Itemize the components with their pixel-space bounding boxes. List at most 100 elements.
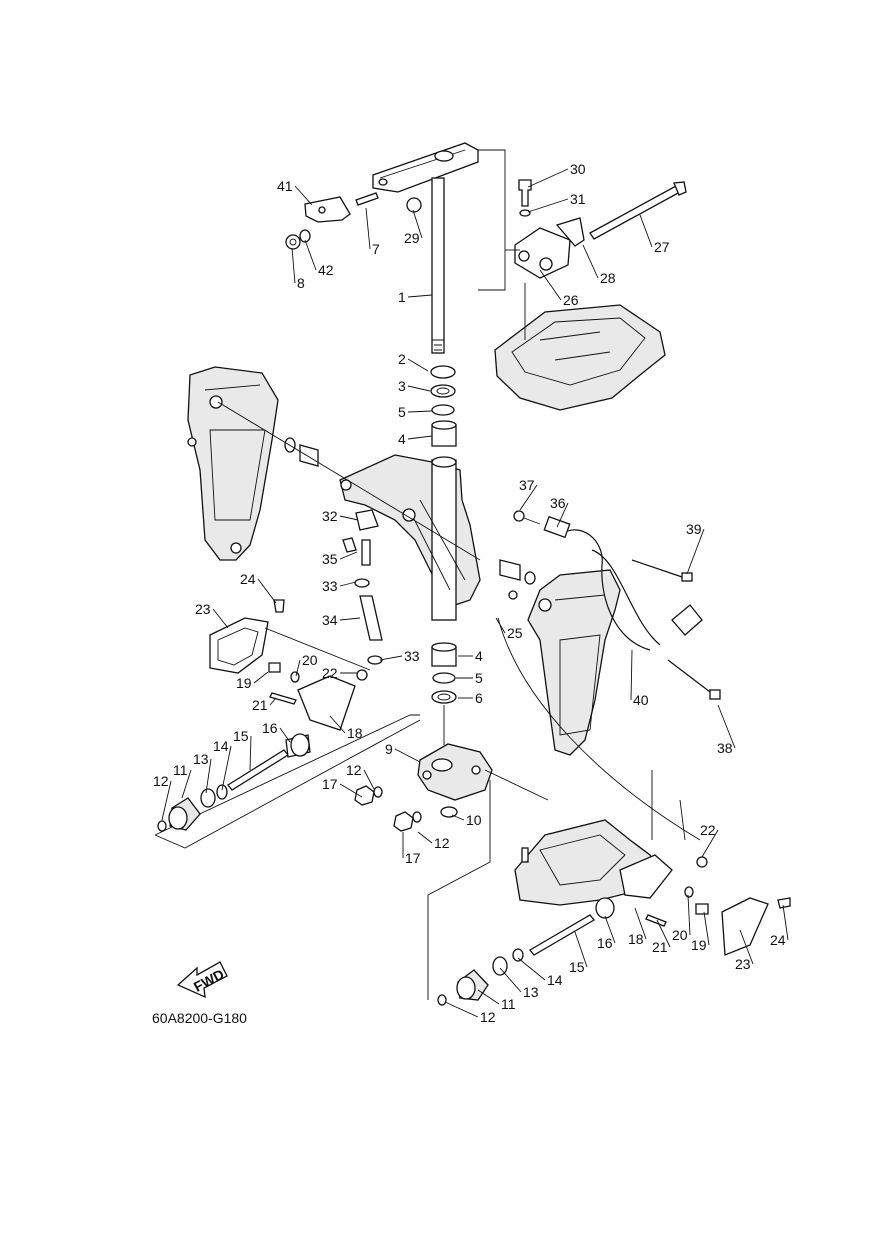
callout-label-c20a: 20 (302, 652, 318, 668)
callout-leader-c28 (582, 244, 599, 279)
callout-leader-c12b (363, 769, 375, 790)
callout-leader-c36 (556, 502, 569, 528)
callout-leader-c19a (253, 671, 269, 684)
bolt-part-30 (518, 179, 532, 207)
washer-part-12b (373, 786, 383, 798)
wire-part-39 (631, 559, 693, 582)
callout-label-c10: 10 (466, 812, 482, 828)
callout-label-c27: 27 (654, 239, 670, 255)
guide-lines (427, 617, 701, 1000)
callout-label-c13a: 13 (193, 751, 209, 767)
nut-part-17a (354, 785, 375, 806)
callout-label-c22a: 22 (322, 665, 338, 681)
callout-leader-c13b (499, 967, 522, 993)
callout-label-c5a: 5 (398, 404, 406, 420)
callout-leader-c26 (539, 269, 562, 301)
callout-label-c36: 36 (550, 495, 566, 511)
callout-leader-c5a (407, 410, 433, 413)
callout-leader-c42 (304, 239, 317, 271)
callout-leader-c12a (161, 780, 172, 821)
callout-leader-c10 (451, 814, 465, 821)
callout-leader-c21a (269, 697, 277, 706)
callout-leader-c12c (417, 831, 433, 844)
callout-label-c34: 34 (322, 612, 338, 628)
washer-part-42 (299, 229, 311, 243)
callout-leader-c9 (394, 748, 421, 763)
washer-part-12c (412, 811, 422, 823)
callout-label-c31: 31 (570, 191, 586, 207)
callout-label-c23a: 23 (195, 601, 211, 617)
callout-label-c14b: 14 (547, 972, 563, 988)
fitting-part-35 (342, 537, 371, 566)
callout-leader-c11a (181, 769, 192, 799)
callout-label-c30: 30 (570, 161, 586, 177)
wire-part-38 (667, 659, 721, 700)
callout-leader-c24b (782, 904, 789, 941)
callout-leader-c27 (639, 214, 653, 248)
callout-leader-c34 (339, 617, 361, 621)
callout-label-c7: 7 (372, 241, 380, 257)
fwd-arrow-icon: FWD (176, 961, 228, 999)
cover-leader-line (264, 627, 371, 671)
bushing-pin-left (217, 401, 481, 561)
callout-label-c14a: 14 (213, 738, 229, 754)
callout-label-c38: 38 (717, 740, 733, 756)
callout-label-c12a: 12 (153, 773, 169, 789)
callout-label-c35: 35 (322, 551, 338, 567)
cover-part-23a (209, 617, 269, 674)
callout-label-c9: 9 (385, 741, 393, 757)
callout-leader-c15b (574, 931, 588, 968)
callout-label-c6: 6 (475, 690, 483, 706)
callout-leader-c8 (291, 247, 296, 284)
callout-label-c40: 40 (633, 692, 649, 708)
upper-mount-part-26 (505, 227, 571, 279)
callout-label-c24a: 24 (240, 571, 256, 587)
bolt-part-7 (355, 192, 379, 206)
callout-leader-c37 (519, 484, 538, 511)
hose-part-34 (359, 595, 383, 641)
callout-leader-c12d (444, 1001, 479, 1018)
callout-leader-c11b (477, 989, 500, 1005)
callout-leader-c31 (527, 198, 569, 213)
callout-label-c29: 29 (404, 230, 420, 246)
callout-label-c23b: 23 (735, 956, 751, 972)
callout-leader-c32 (339, 515, 359, 521)
callout-label-c25: 25 (507, 625, 523, 641)
callout-labels: 1235478294142303127282637363932353334242… (153, 161, 786, 1025)
callout-label-c15b: 15 (569, 959, 585, 975)
callout-leader-c19b (703, 911, 710, 946)
callout-label-c15a: 15 (233, 728, 249, 744)
callout-leader-c4a (407, 435, 433, 440)
callout-leader-c41 (294, 185, 313, 206)
callout-leader-c22b (701, 829, 719, 858)
callout-leader-c3 (407, 385, 431, 392)
callout-leader-c20b (687, 894, 691, 936)
callout-label-c11a: 11 (173, 762, 188, 778)
callout-leader-c15a (249, 735, 252, 771)
callout-leader-c7 (365, 207, 371, 250)
callout-leader-c39 (686, 528, 705, 575)
callout-leader-c16b (604, 915, 616, 944)
washer-part-6 (431, 690, 457, 704)
nut-part-29 (406, 197, 422, 213)
bolt-part-27 (589, 181, 687, 240)
nut-part-17b (393, 811, 414, 832)
oring-part-5a (431, 404, 455, 416)
callout-label-c17b: 17 (405, 850, 421, 866)
oring-part-5b (432, 672, 456, 684)
callout-leader-c1 (407, 294, 433, 298)
clip-part-33b (367, 655, 383, 665)
callout-leader-c18a (329, 715, 346, 734)
callout-leader-c33a (339, 581, 357, 587)
callout-leader-c16a (279, 727, 291, 743)
callout-leader-c30 (527, 168, 569, 188)
callout-leader-c2 (407, 358, 429, 372)
callout-label-c12d: 12 (480, 1009, 496, 1025)
callout-label-c26: 26 (563, 292, 579, 308)
callout-leader-c24a (257, 578, 277, 604)
clamp-bracket-starboard (527, 569, 621, 756)
mount-housing-part-9 (417, 743, 493, 801)
callout-leader-c29 (412, 209, 423, 239)
bracket-part-41 (304, 196, 351, 223)
callout-leader-c40 (630, 649, 633, 701)
